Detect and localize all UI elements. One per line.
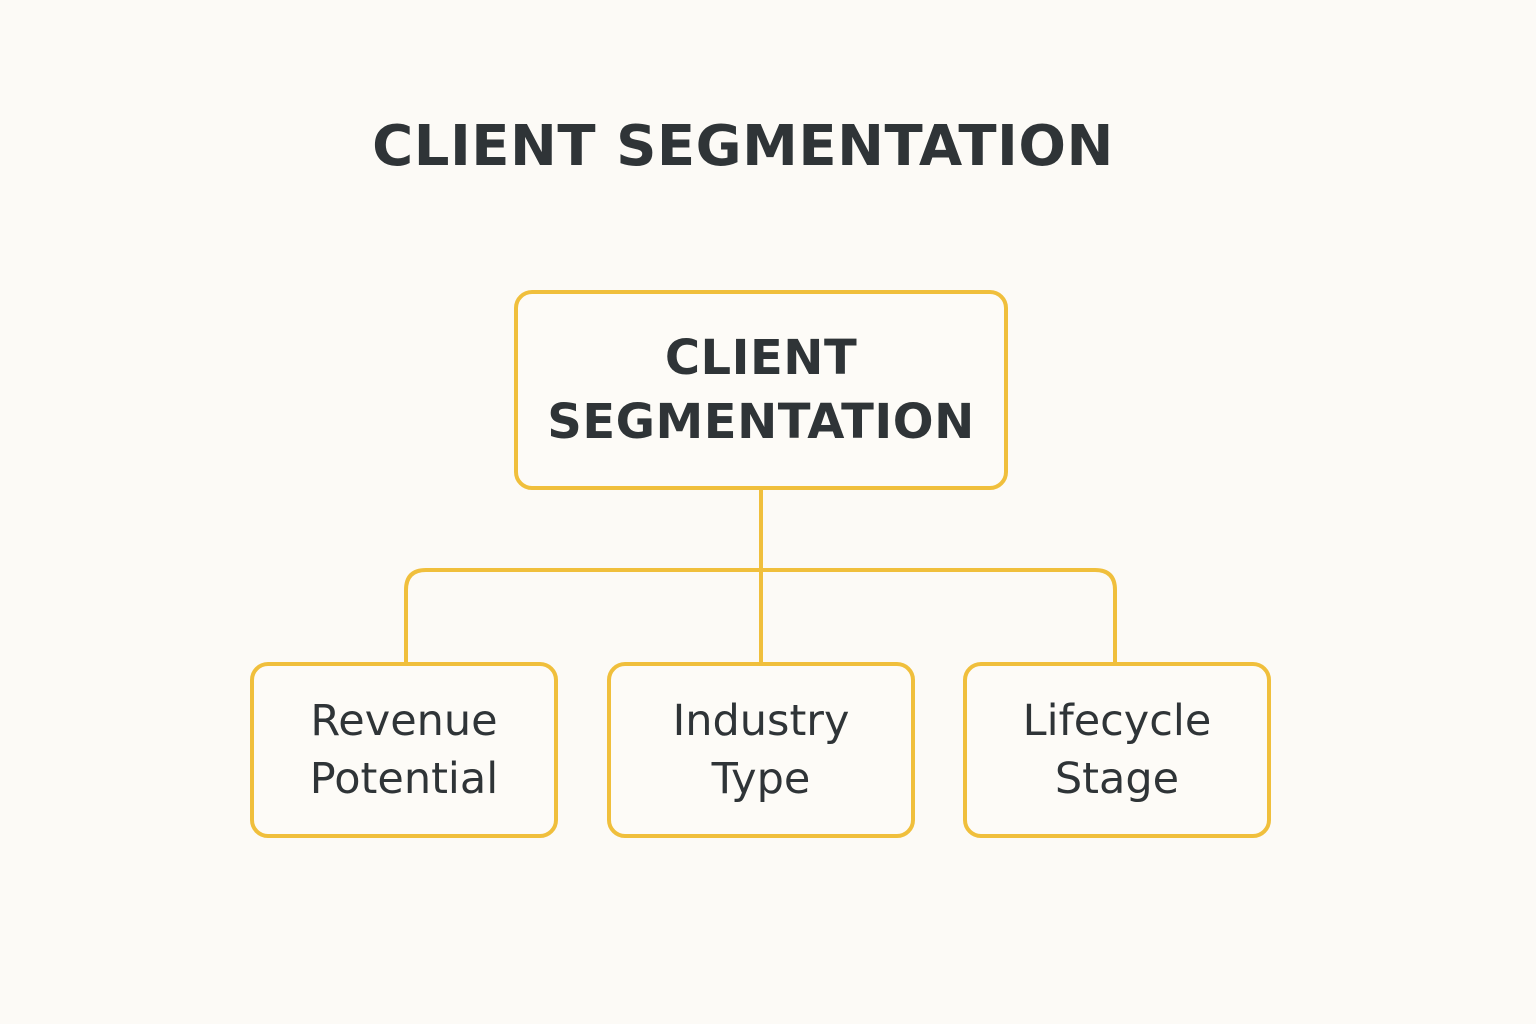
root-node-client-segmentation: CLIENT SEGMENTATION <box>514 290 1008 490</box>
child-node-line-1: Industry <box>672 696 850 746</box>
root-node-line-1: CLIENT <box>664 330 858 386</box>
child-node-line-2: Potential <box>309 754 499 804</box>
child-node-lifecycle-stage: Lifecycle Stage <box>963 662 1271 838</box>
child-node-line-1: Lifecycle <box>1022 696 1212 746</box>
child-node-line-2: Stage <box>1054 754 1180 804</box>
child-node-revenue-potential: Revenue Potential <box>250 662 558 838</box>
child-node-line-1: Revenue <box>310 696 498 746</box>
root-node-line-2: SEGMENTATION <box>547 394 975 450</box>
child-node-industry-type: Industry Type <box>607 662 915 838</box>
child-node-line-2: Type <box>711 754 811 804</box>
page-title: CLIENT SEGMENTATION <box>372 114 1114 179</box>
